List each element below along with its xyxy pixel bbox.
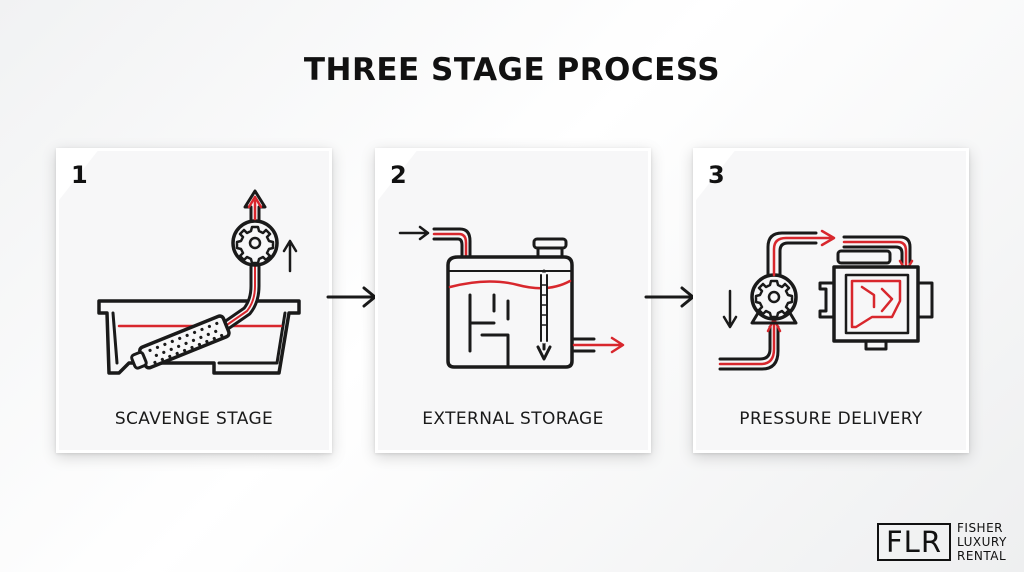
corner-notch: [56, 148, 100, 204]
stage-number: 1: [71, 161, 88, 189]
stage-label: SCAVENGE STAGE: [114, 409, 274, 429]
pump-engine-illustration: [718, 229, 934, 371]
stage-label: EXTERNAL STORAGE: [422, 409, 604, 429]
diagram-title: THREE STAGE PROCESS: [303, 52, 721, 88]
stage-number: 2: [390, 161, 407, 189]
brand-logo: FLR FISHER LUXURY RENTAL: [877, 521, 1017, 565]
stage-number: 3: [708, 161, 725, 189]
stage-panel-2: 2 EXTERNAL STORAGE: [375, 148, 651, 453]
oil-pan-pickup-illustration: [97, 189, 301, 375]
corner-notch: [693, 148, 737, 204]
logo-line-1: FISHER: [957, 521, 1004, 535]
flow-arrow-2-3: [644, 286, 695, 308]
logo-wordmark: FISHER LUXURY RENTAL: [957, 521, 1007, 563]
stage-label: PRESSURE DELIVERY: [739, 409, 923, 429]
corner-notch: [375, 148, 419, 204]
oil-tank-illustration: [398, 225, 625, 369]
logo-line-3: RENTAL: [957, 549, 1007, 563]
logo-line-2: LUXURY: [957, 535, 1007, 549]
stage-panel-3: 3 PRESSURE DEL: [693, 148, 969, 453]
stage-panel-1: 1: [56, 148, 332, 453]
logo-mark: FLR: [877, 523, 951, 561]
flow-arrow-1-2: [326, 286, 377, 308]
